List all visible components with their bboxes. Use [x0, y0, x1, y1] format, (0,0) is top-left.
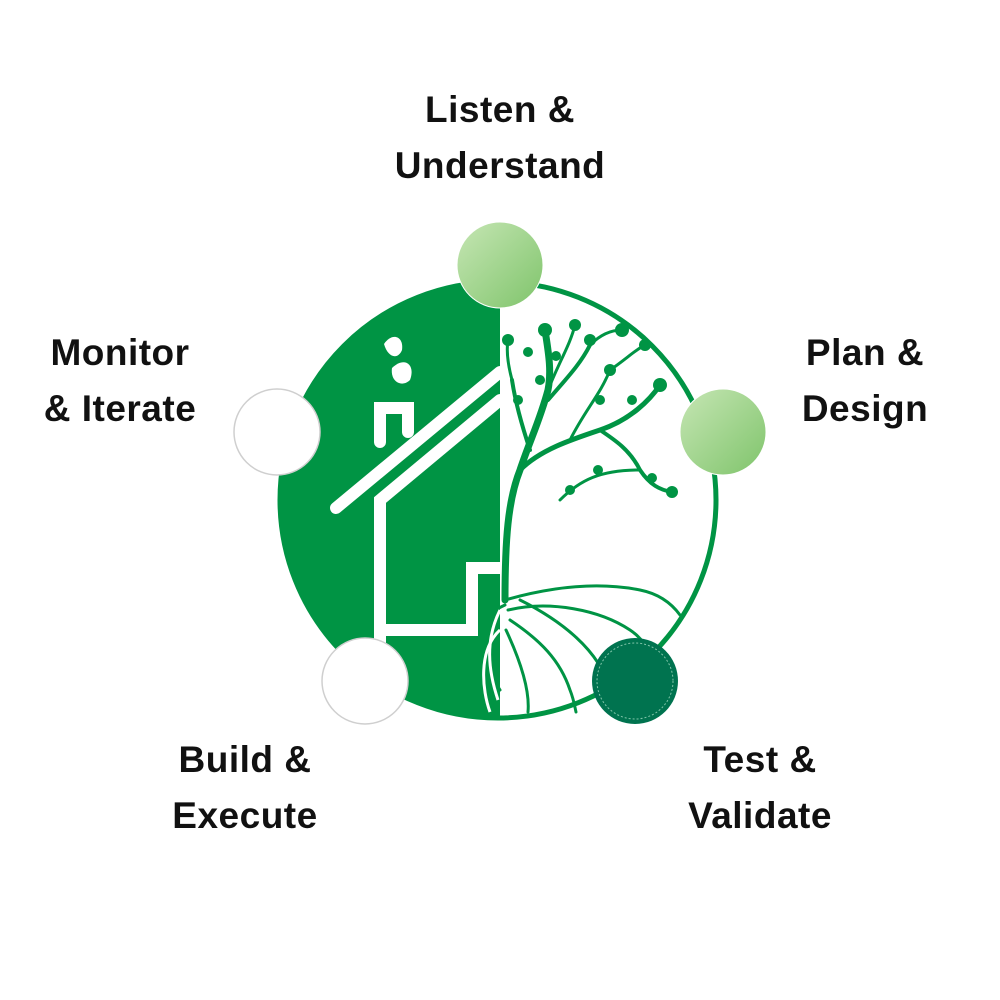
smoke-leaf-icon	[384, 336, 412, 384]
node-monitor	[233, 388, 321, 476]
stage-label-line: Validate	[688, 795, 832, 836]
node-test-ring	[596, 642, 674, 720]
node-build	[321, 637, 409, 725]
house-icon	[330, 366, 506, 654]
node-test	[592, 638, 678, 724]
stage-label-line: Understand	[394, 145, 606, 186]
stage-label-line: Test &	[703, 739, 817, 780]
tree-leaves	[502, 319, 678, 498]
node-listen	[456, 221, 544, 309]
stage-label-test: Test & Validate	[640, 732, 880, 844]
stage-label-line: Build &	[178, 739, 312, 780]
roots-white	[482, 609, 500, 713]
stage-label-line: Listen &	[425, 89, 575, 130]
stage-label-listen: Listen & Understand	[330, 82, 670, 194]
stage-label-line: Design	[801, 388, 929, 429]
stage-label-build: Build & Execute	[125, 732, 365, 844]
stage-label-plan: Plan & Design	[770, 325, 960, 437]
stage-label-line: & Iterate	[43, 388, 197, 429]
node-plan	[679, 388, 767, 476]
stage-label-line: Plan &	[805, 332, 925, 373]
stage-label-monitor: Monitor & Iterate	[10, 325, 230, 437]
stage-label-line: Execute	[172, 795, 318, 836]
stage-label-line: Monitor	[50, 332, 190, 373]
tree-icon	[501, 323, 674, 604]
